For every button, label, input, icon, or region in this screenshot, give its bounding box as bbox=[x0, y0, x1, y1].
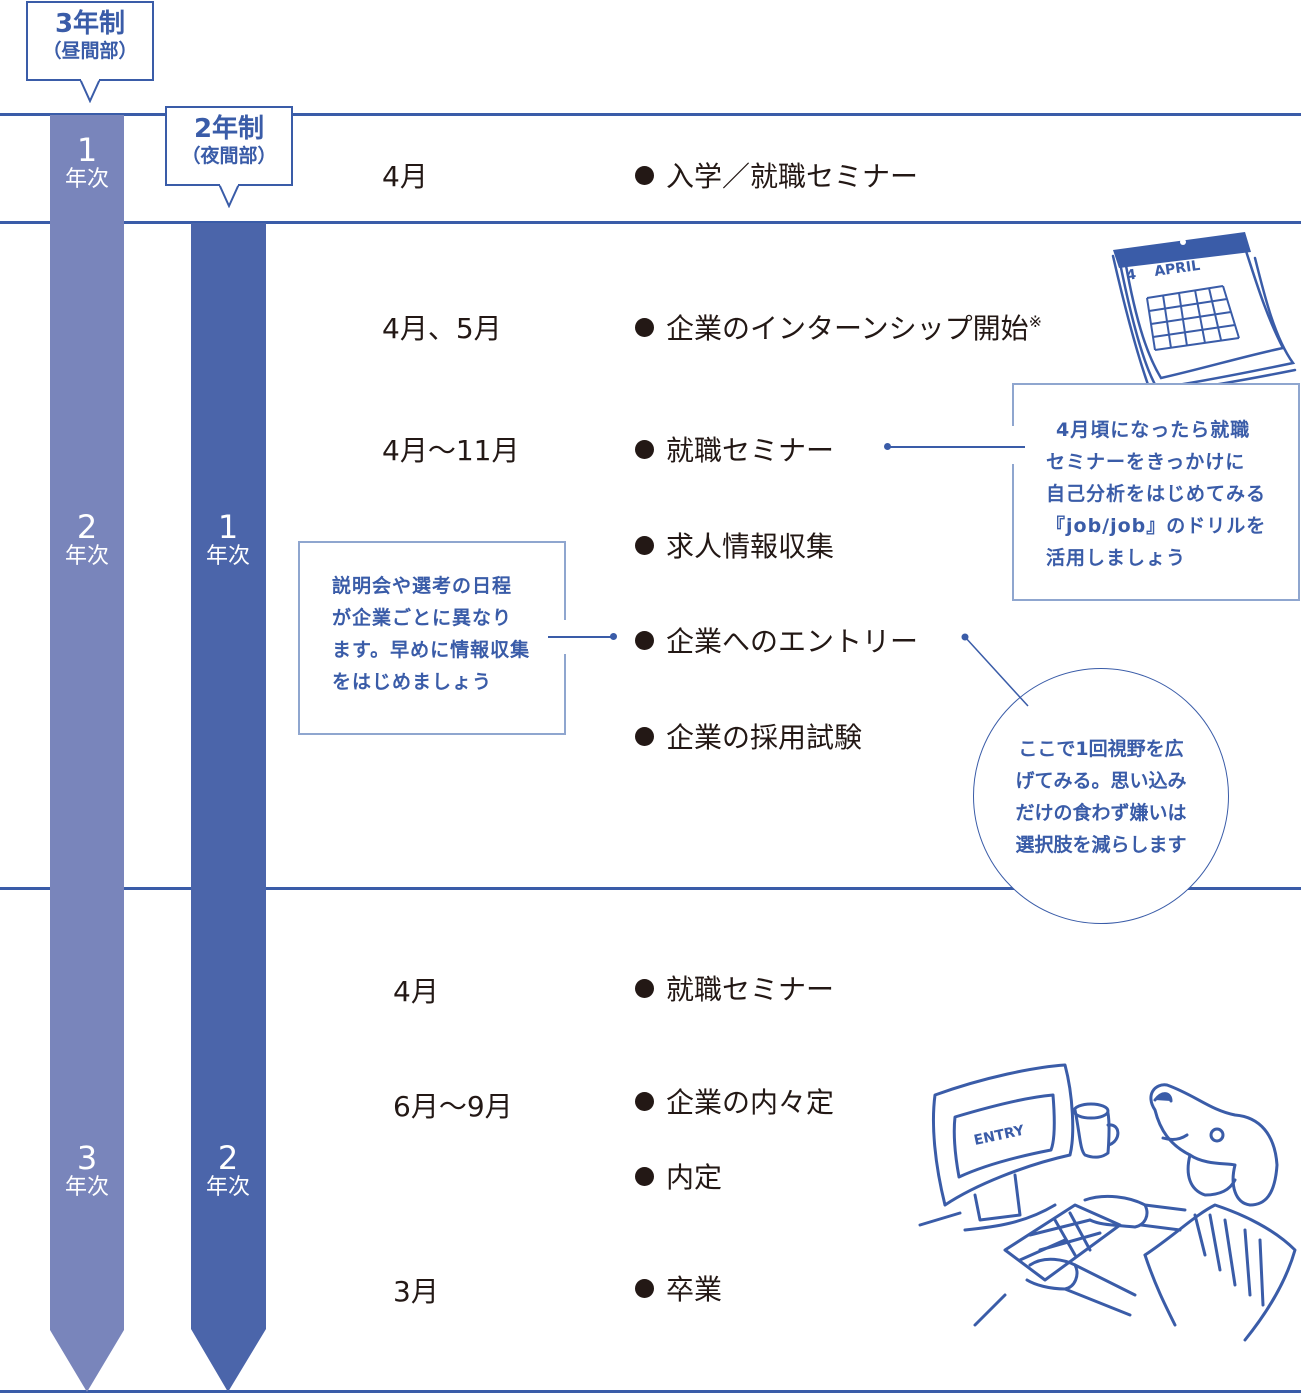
connector-gap bbox=[1010, 426, 1016, 464]
event-item: 卒業 bbox=[635, 1268, 722, 1308]
badge-2year-subtitle: （夜間部） bbox=[181, 145, 277, 168]
bullet-icon bbox=[635, 1091, 654, 1111]
badge-3year-program: 3年制 （昼間部） bbox=[26, 1, 154, 103]
event-item: 入学／就職セミナー bbox=[635, 155, 918, 195]
badge-2year-title: 2年制 bbox=[193, 114, 265, 144]
note-circle-entry-right: ここで1回視野を広 げてみる。思い込み だけの食わず嫌いは 選択肢を減らします bbox=[973, 668, 1229, 924]
badge-tail-icon bbox=[219, 184, 239, 208]
badge-3year-subtitle: （昼間部） bbox=[42, 40, 138, 63]
event-item: 企業のインターンシップ開始※ bbox=[635, 307, 1042, 347]
month-label: 6月〜9月 bbox=[393, 1090, 513, 1123]
bullet-icon bbox=[635, 1166, 654, 1186]
note-box-seminar: 4月頃になったら就職 セミナーをきっかけに 自己分析をはじめてみる 『job/j… bbox=[1012, 383, 1300, 601]
footnote-mark: ※ bbox=[1028, 311, 1043, 331]
connector-line-entry-right bbox=[961, 633, 1029, 707]
badge-2year-program: 2年制 （夜間部） bbox=[165, 106, 293, 208]
event-item: 就職セミナー bbox=[635, 429, 834, 469]
connector-dot bbox=[610, 633, 617, 640]
svg-text:4: 4 bbox=[1125, 267, 1137, 284]
connector-line-entry-left bbox=[548, 636, 614, 638]
month-label: 3月 bbox=[393, 1275, 439, 1308]
event-item: 企業の採用試験 bbox=[635, 716, 862, 756]
connector-line-seminar bbox=[888, 446, 1025, 448]
bar-2year-program bbox=[191, 223, 266, 1392]
event-item: 求人情報収集 bbox=[635, 525, 834, 565]
svg-text:APRIL: APRIL bbox=[1153, 258, 1201, 280]
bullet-icon bbox=[635, 165, 654, 185]
bar-3year-label-year1: 1 年次 bbox=[64, 131, 109, 193]
connector-dot bbox=[884, 443, 891, 450]
divider-line-year1-end bbox=[0, 221, 1301, 224]
bar-2year-label-year1: 1 年次 bbox=[205, 508, 250, 570]
divider-line-year2-end bbox=[0, 887, 1301, 890]
badge-3year-title: 3年制 bbox=[54, 9, 126, 39]
month-label: 4月、5月 bbox=[382, 312, 502, 345]
month-label: 4月 bbox=[393, 975, 439, 1008]
bullet-icon bbox=[635, 535, 654, 555]
event-item: 内定 bbox=[635, 1156, 722, 1196]
month-label: 4月 bbox=[382, 160, 428, 193]
svg-text:ENTRY: ENTRY bbox=[973, 1122, 1027, 1148]
event-item: 就職セミナー bbox=[635, 968, 834, 1008]
dog-computer-illustration-icon: ENTRY bbox=[918, 1063, 1297, 1342]
bullet-icon bbox=[635, 1278, 654, 1298]
bar-3year-label-year2: 2 年次 bbox=[64, 508, 109, 570]
bullet-icon bbox=[635, 630, 654, 650]
bar-2year-label-year2: 2 年次 bbox=[205, 1139, 250, 1201]
bullet-icon bbox=[635, 439, 654, 459]
badge-tail-icon bbox=[80, 79, 100, 103]
event-item: 企業の内々定 bbox=[635, 1081, 834, 1121]
event-item: 企業へのエントリー bbox=[635, 620, 918, 660]
bullet-icon bbox=[635, 317, 654, 337]
divider-line-top bbox=[0, 113, 1301, 116]
bar-3year-program bbox=[50, 115, 124, 1392]
bullet-icon bbox=[635, 726, 654, 746]
divider-line-bottom bbox=[0, 1390, 1301, 1393]
note-box-entry-left: 説明会や選考の日程 が企業ごとに異なり ます。早めに情報収集 をはじめましょう bbox=[298, 541, 566, 735]
bar-3year-label-year3: 3 年次 bbox=[64, 1139, 109, 1201]
bullet-icon bbox=[635, 978, 654, 998]
calendar-illustration-icon: 4 APRIL bbox=[1111, 232, 1297, 395]
month-label: 4月〜11月 bbox=[382, 434, 520, 467]
